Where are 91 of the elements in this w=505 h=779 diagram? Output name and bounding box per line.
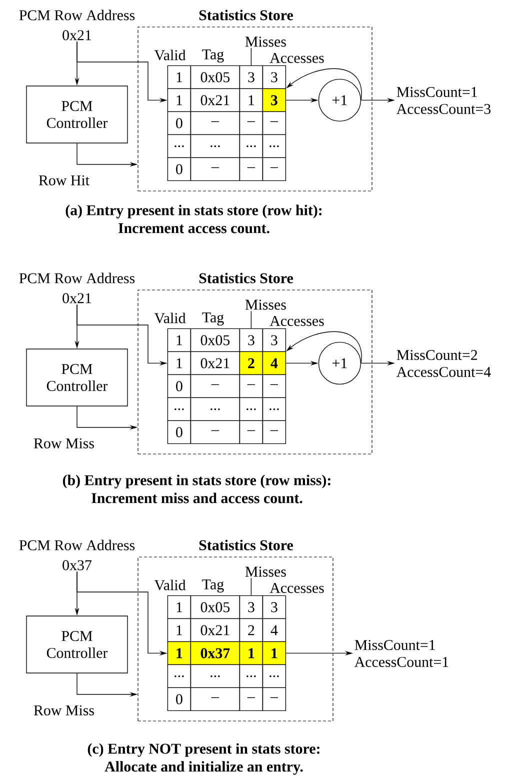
table-cell: 3: [239, 65, 264, 90]
subcaption: (b) Entry present in stats store (row miss): Increment miss and access count.: [62, 474, 330, 504]
table-cell: ...: [190, 664, 240, 688]
table-cell: 1: [167, 88, 192, 112]
table-cell: –: [190, 374, 240, 398]
table-cell: ...: [190, 134, 240, 158]
table-cell: ...: [239, 664, 264, 688]
table-cell: 0: [167, 157, 192, 182]
table-cell: 3: [262, 595, 286, 620]
column-header: Tag: [202, 312, 224, 326]
table-cell: 4: [262, 618, 286, 642]
edge-label: Row Miss: [34, 438, 94, 448]
table-cell: 3: [239, 595, 264, 620]
table-cell: 0: [167, 420, 192, 444]
leader-line: [250, 310, 252, 329]
column-header: Valid: [154, 580, 186, 590]
column-header: Accesses: [270, 583, 324, 593]
table-cell: 1: [239, 641, 264, 666]
column-header: Misses: [245, 36, 286, 47]
table-cell: 1: [167, 328, 192, 352]
controller-box: PCM Controller: [26, 86, 128, 144]
table-cell: –: [239, 111, 264, 136]
table-cell: –: [239, 157, 264, 182]
column-header: Valid: [154, 50, 186, 60]
table-cell: 0x21: [190, 351, 240, 376]
table-cell: –: [190, 157, 240, 182]
table-cell: –: [190, 420, 240, 444]
column-header: Tag: [202, 50, 224, 62]
table-cell: 1: [167, 641, 192, 666]
table-cell: –: [190, 111, 240, 136]
table-cell: 1: [167, 595, 192, 620]
table-cell: 0: [167, 111, 192, 136]
table-cell: 0: [167, 687, 192, 712]
table-cell: –: [262, 420, 286, 444]
node-label: Statistics Store: [199, 272, 293, 284]
node-label: Statistics Store: [199, 540, 293, 550]
table-cell: –: [239, 420, 264, 444]
column-header: Accesses: [270, 53, 324, 63]
table-cell: 1: [239, 88, 264, 112]
table-cell: –: [262, 157, 286, 182]
table-cell: 3: [262, 328, 286, 352]
table-cell: ...: [262, 664, 286, 688]
table-cell: ...: [167, 397, 192, 422]
output-text: MissCount=1 AccessCount=1: [354, 640, 448, 667]
table-cell: –: [190, 687, 240, 712]
input-label: PCM Row Address 0x37: [19, 540, 135, 570]
table-cell: 1: [167, 351, 192, 376]
input-label: PCM Row Address 0x21: [19, 10, 135, 40]
table-cell: –: [262, 111, 286, 136]
table-cell: 3: [262, 65, 286, 90]
subcaption: (c) Entry NOT present in stats store: Allocate and initialize an entry.: [88, 743, 320, 775]
controller-box: PCM Controller: [26, 348, 128, 406]
table-cell: 0: [167, 374, 192, 398]
table-cell: 2: [239, 618, 264, 642]
column-header: Tag: [202, 580, 224, 592]
table-cell: ...: [190, 397, 240, 422]
table-cell: 0x05: [190, 65, 240, 90]
leader-line: [250, 578, 252, 596]
table-cell: –: [239, 374, 264, 398]
node-label: Statistics Store: [199, 10, 293, 20]
column-header: Accesses: [270, 316, 324, 326]
table-cell: ...: [262, 134, 286, 158]
table-cell: ...: [167, 134, 192, 158]
column-header: Valid: [154, 312, 186, 324]
leader-line: [250, 48, 252, 66]
column-header: Misses: [245, 300, 286, 310]
edge-label: Row Hit: [38, 175, 90, 186]
table-cell: –: [262, 687, 286, 712]
table-cell: ...: [262, 397, 286, 422]
table-cell: 1: [167, 618, 192, 642]
table-cell: 0x21: [190, 88, 240, 112]
table-cell: 1: [167, 65, 192, 90]
input-label: PCM Row Address 0x21: [19, 272, 135, 304]
output-text: MissCount=1 AccessCount=3: [396, 87, 491, 114]
table-cell: –: [239, 687, 264, 712]
table-cell: ...: [239, 397, 264, 422]
table-cell: 0x05: [190, 595, 240, 620]
table-cell: 1: [262, 641, 286, 666]
column-header: Misses: [245, 566, 286, 577]
table-cell: 3: [262, 88, 286, 112]
edge-label: Row Miss: [34, 705, 94, 716]
output-text: MissCount=2 AccessCount=4: [396, 350, 491, 377]
table-cell: 0x05: [190, 328, 240, 352]
table-cell: –: [262, 374, 286, 398]
table-cell: ...: [239, 134, 264, 158]
table-cell: 4: [262, 351, 286, 376]
table-cell: 2: [239, 351, 264, 376]
table-cell: 3: [239, 328, 264, 352]
subcaption: (a) Entry present in stats store (row hit): Increment access count.: [66, 204, 322, 234]
controller-box: PCM Controller: [26, 616, 128, 674]
table-cell: ...: [167, 664, 192, 688]
